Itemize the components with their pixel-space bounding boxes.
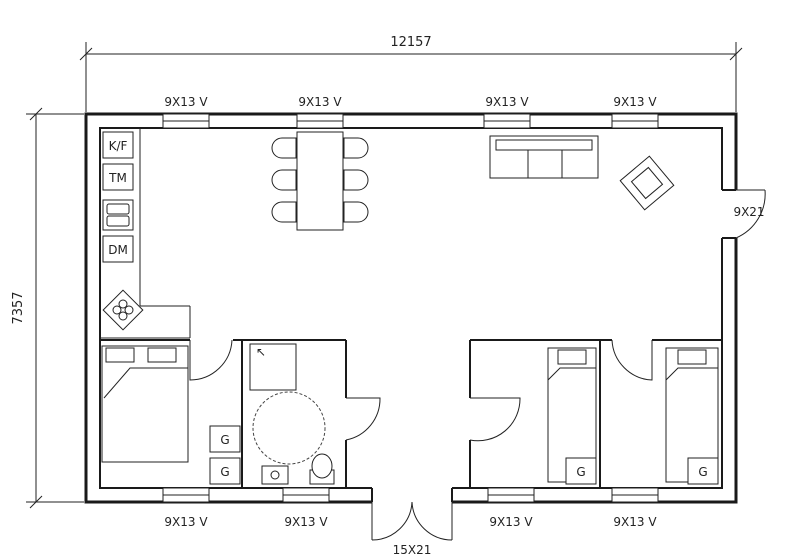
window-bottom-1-label: 9X13 V <box>164 515 208 529</box>
bed-icon <box>101 345 189 463</box>
fridge-unit-label: K/F <box>109 139 128 153</box>
bedroom-3: G <box>600 339 722 485</box>
side-door: 9X21 <box>720 189 766 239</box>
height-dimension: 7357 <box>11 107 84 509</box>
storage-g-2 <box>209 457 241 485</box>
height-dimension-label: 7357 <box>11 291 26 324</box>
window-top-2-label: 9X13 V <box>298 95 342 109</box>
bedroom-3-door <box>611 339 653 381</box>
washbasin-icon <box>261 465 289 485</box>
bedroom-1: G G <box>100 339 243 488</box>
dining-table <box>271 131 369 231</box>
storage-g-1 <box>209 425 241 453</box>
bedroom-2-door <box>469 397 521 442</box>
fridge-unit <box>102 131 134 159</box>
window-bottom-2-label: 9X13 V <box>284 515 328 529</box>
bathroom: ↖ <box>242 339 381 488</box>
shower-icon <box>249 343 297 391</box>
storage-g-1-label: G <box>220 433 229 447</box>
stove-icon <box>102 289 144 331</box>
entrance-door-label: 15X21 <box>393 543 432 557</box>
bedroom-2: G <box>469 339 601 488</box>
window-top-3-label: 9X13 V <box>485 95 529 109</box>
chair-icon <box>271 137 369 223</box>
dryer-unit-label: TM <box>108 171 127 185</box>
dishwasher-unit-label: DM <box>108 243 128 257</box>
storage-g-3 <box>565 457 597 485</box>
toilet-icon <box>309 453 335 485</box>
turning-circle <box>252 391 326 465</box>
bottom-windows: 9X13 V 9X13 V 9X13 V 9X13 V <box>162 487 659 529</box>
armchair-icon <box>619 155 675 211</box>
window-top-4-label: 9X13 V <box>613 95 657 109</box>
storage-g-4-label: G <box>698 465 707 479</box>
svg-text:↖: ↖ <box>256 345 266 359</box>
bathroom-door <box>345 397 381 441</box>
entrance-door: 15X21 <box>371 486 453 557</box>
dishwasher-unit <box>102 235 134 263</box>
window-bottom-3-label: 9X13 V <box>489 515 533 529</box>
window-top-1-label: 9X13 V <box>164 95 208 109</box>
storage-g-4 <box>687 457 719 485</box>
width-dimension-label: 12157 <box>390 35 431 50</box>
storage-g-3-label: G <box>576 465 585 479</box>
dryer-unit <box>102 163 134 191</box>
width-dimension: 12157 <box>79 35 743 112</box>
storage-g-2-label: G <box>220 465 229 479</box>
kitchen-counter: K/F TM DM <box>100 128 191 339</box>
sofa-icon <box>489 135 599 179</box>
bedroom-1-door <box>189 339 233 381</box>
side-door-label: 9X21 <box>733 205 764 219</box>
sink-icon <box>102 199 134 231</box>
window-bottom-4-label: 9X13 V <box>613 515 657 529</box>
top-windows: 9X13 V 9X13 V 9X13 V 9X13 V <box>162 95 659 129</box>
